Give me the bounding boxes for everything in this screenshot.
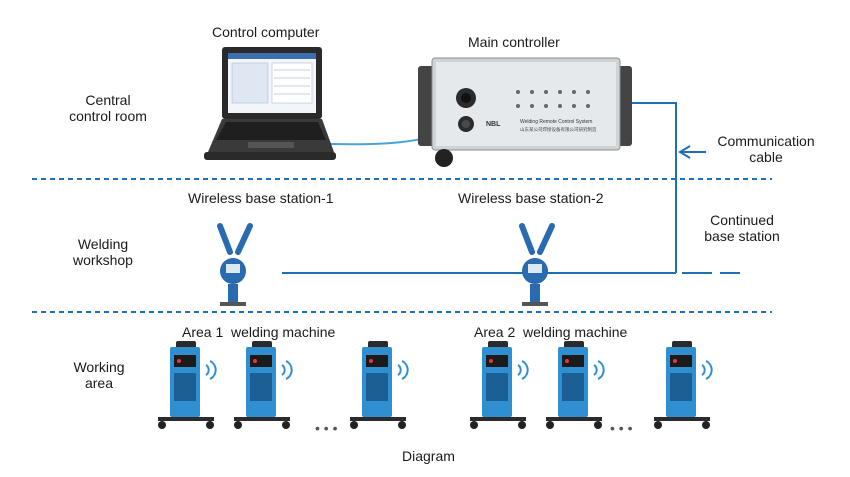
base-station-2-icon [519, 223, 555, 306]
communication-cable-line [632, 102, 677, 273]
ellipsis-2: • • • [610, 420, 633, 436]
working-area-line-2: area [84, 375, 114, 391]
welding-machine-icon [653, 340, 713, 430]
continued-base-station-line-2: base station [704, 228, 780, 244]
main-controller-icon [418, 57, 632, 167]
ellipsis-1: • • • [315, 420, 338, 436]
communication-cable-label: Communication cable [704, 133, 828, 165]
working-area-line-1: Working [73, 359, 125, 375]
continued-base-station-label: Continued base station [690, 212, 794, 244]
area-1-label: Area 1 welding machine [182, 324, 336, 340]
base-station-1-icon [217, 223, 253, 306]
control-computer-label: Control computer [212, 24, 320, 40]
welding-workshop-line-1: Welding [77, 236, 129, 252]
central-room-line-2: control room [69, 108, 147, 124]
welding-machine-icon [469, 340, 529, 430]
welding-machine-icon [157, 340, 217, 430]
base-station-1-label: Wireless base station-1 [188, 190, 334, 206]
welding-workshop-line-2: workshop [73, 252, 133, 268]
central-room-label: Central control room [48, 92, 168, 124]
welding-machine-icon [349, 340, 409, 430]
base-station-2-label: Wireless base station-2 [458, 190, 604, 206]
working-area-label: Working area [44, 359, 154, 391]
laptop-icon [204, 47, 336, 160]
welding-workshop-label: Welding workshop [48, 236, 158, 268]
main-controller-label: Main controller [468, 34, 560, 50]
continued-base-station-line-1: Continued [710, 212, 774, 228]
central-room-line-1: Central [85, 92, 131, 108]
area-2-label: Area 2 welding machine [474, 324, 628, 340]
controller-system-title: Welding Remote Control System [520, 119, 592, 125]
welding-machine-icon [545, 340, 605, 430]
controller-subtitle: 山东某公司焊接设备有限公司研究制造 [520, 126, 597, 133]
welding-machine-icon [233, 340, 293, 430]
communication-cable-line-1: Communication [717, 133, 815, 149]
diagram-caption: Diagram [402, 448, 455, 464]
communication-cable-line-2: cable [749, 149, 783, 165]
controller-brand: NBL [486, 121, 501, 128]
